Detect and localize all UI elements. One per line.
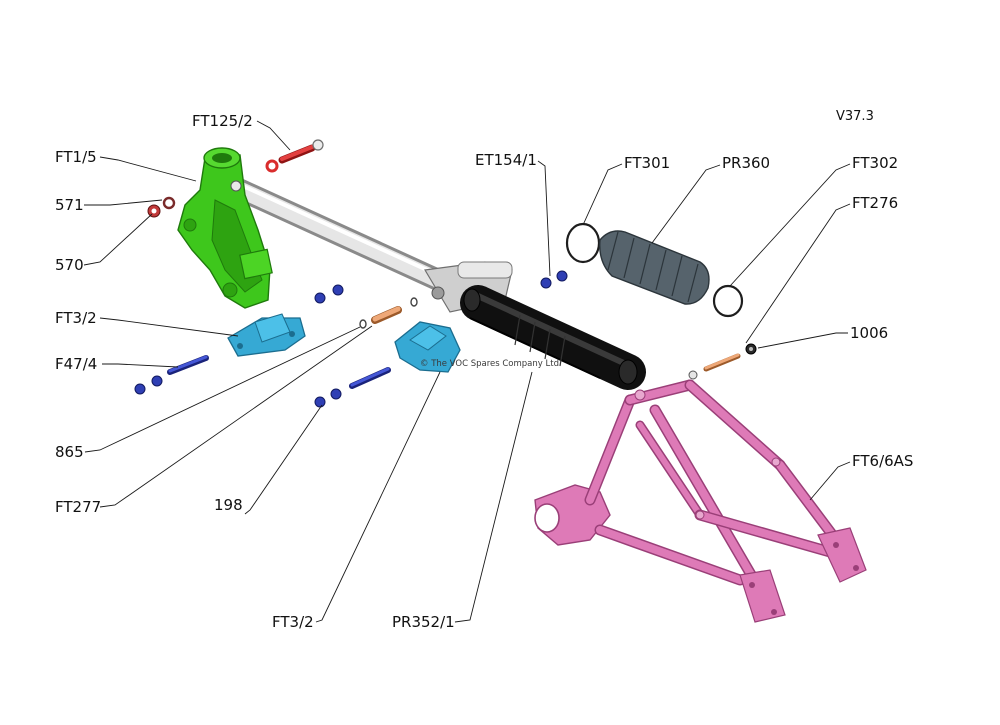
pin-ft277 xyxy=(371,306,402,324)
label-ft1-5: FT1/5 xyxy=(55,148,97,166)
label-ft301: FT301 xyxy=(624,154,670,172)
pin-ft276 xyxy=(688,353,741,380)
label-198: 198 xyxy=(214,496,243,514)
nut-570 xyxy=(147,204,161,218)
version-label: V37.3 xyxy=(836,109,874,124)
label-pr360: PR360 xyxy=(722,154,770,172)
bellows-gaiter-pr360 xyxy=(599,230,710,305)
engine-mount-ft3-2-upper xyxy=(227,313,306,357)
engine-mount-ft3-2-lower xyxy=(394,321,461,373)
label-ft125-2: FT125/2 xyxy=(192,112,253,130)
label-ft276: FT276 xyxy=(852,194,898,212)
label-f47-4: F47/4 xyxy=(55,355,97,373)
label-865: 865 xyxy=(55,443,84,461)
label-ft6-6as: FT6/6AS xyxy=(852,452,913,470)
watermark-text: © The VOC Spares Company Ltd xyxy=(420,359,559,369)
o-ring-ft301 xyxy=(565,222,601,264)
long-bolt-f47-4 xyxy=(134,355,209,395)
washer-571 xyxy=(162,196,176,210)
fork-assembly-green xyxy=(177,147,273,309)
swingarm-ft6-6as xyxy=(534,379,867,623)
label-ft3-2-upper: FT3/2 xyxy=(55,309,97,327)
label-570: 570 xyxy=(55,256,84,274)
red-bolt-ft125-2 xyxy=(265,139,324,173)
label-ft277: FT277 xyxy=(55,498,101,516)
label-ft302: FT302 xyxy=(852,154,898,172)
bolts-198 xyxy=(314,367,391,408)
label-et154-1: ET154/1 xyxy=(475,151,537,169)
label-571: 571 xyxy=(55,196,84,214)
label-pr352-1: PR352/1 xyxy=(392,613,455,631)
label-1006: 1006 xyxy=(850,324,888,342)
bolt-et154-1 xyxy=(540,270,568,289)
shock-absorber-pr352-1 xyxy=(460,285,646,390)
washer-865 xyxy=(359,319,367,329)
label-ft3-2-lower: FT3/2 xyxy=(272,613,314,631)
washer-small xyxy=(410,297,418,307)
leader-lines xyxy=(83,120,851,623)
nut-1006 xyxy=(745,343,757,355)
blue-bolts-upper-pair xyxy=(314,284,344,304)
o-ring-ft302 xyxy=(712,284,744,318)
